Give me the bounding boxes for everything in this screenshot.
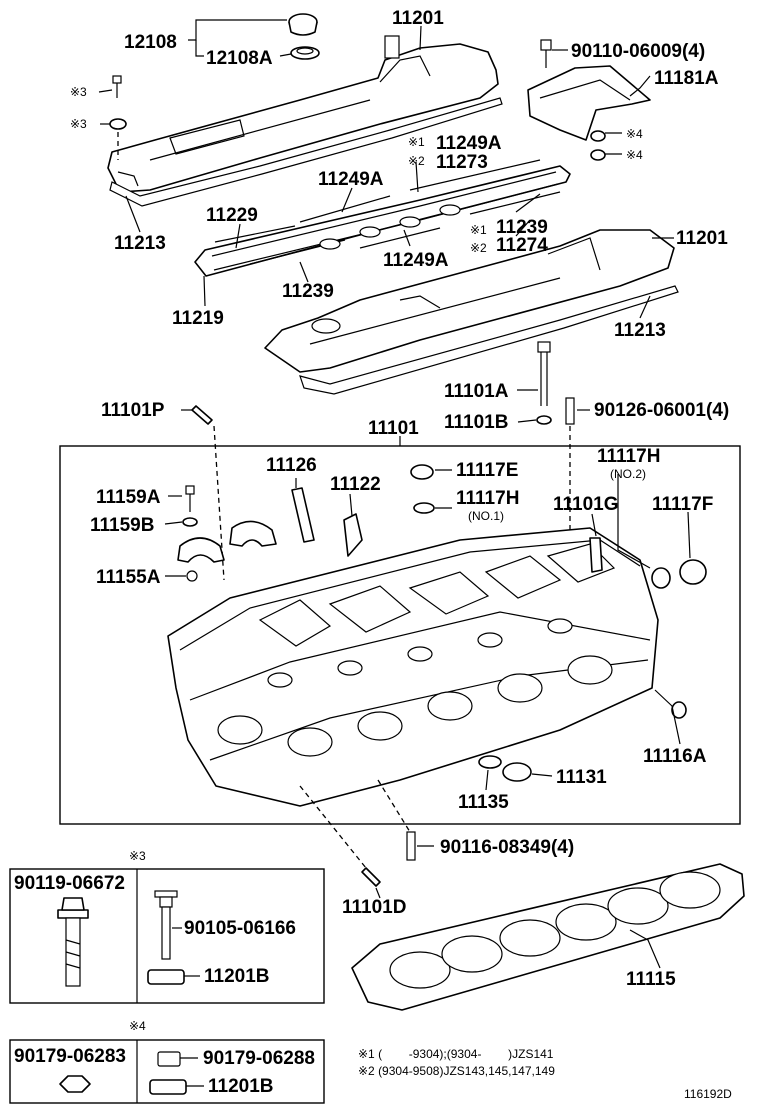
- camshaft-bearing-caps: [177, 485, 277, 582]
- label-11201-top: 11201: [392, 8, 444, 29]
- label-11117h-top-sub: (NO.2): [610, 467, 646, 481]
- box3-right-part: 90105-06166: [184, 918, 296, 939]
- label-11135: 11135: [458, 792, 509, 813]
- box4-right-part: 90179-06288: [203, 1048, 315, 1069]
- leader-lines: [98, 19, 691, 969]
- label-11117e: 11117E: [456, 460, 518, 481]
- label-11126: 11126: [266, 455, 317, 476]
- label-mark2-a: ※2: [408, 154, 425, 168]
- box3-left-part: 90119-06672: [14, 873, 125, 894]
- diagram-id: 116192D: [684, 1087, 732, 1101]
- label-11201-right: 11201: [676, 228, 728, 249]
- plugs-right: [478, 537, 707, 782]
- heat-insulator: [527, 39, 651, 161]
- label-11249a-2: 11249A: [318, 169, 384, 190]
- label-11101a: 11101A: [444, 381, 509, 402]
- label-ref3-b: ※3: [70, 117, 87, 131]
- label-11117f: 11117F: [652, 494, 713, 515]
- label-11249a-3: 11249A: [383, 250, 449, 271]
- detail-box-ref4: ※4 90179-06283 90179-06288 11201B: [9, 1019, 325, 1104]
- label-11117h-mid-sub: (NO.1): [468, 509, 504, 523]
- label-11155a: 11155A: [96, 567, 161, 588]
- label-11101p: 11101P: [101, 400, 165, 421]
- label-11101: 11101: [368, 418, 419, 439]
- label-11219: 11219: [172, 308, 224, 329]
- valve-cover-left: [107, 35, 503, 207]
- label-11181a: 11181A: [654, 68, 719, 89]
- label-11249a-1: 11249A: [436, 133, 502, 154]
- label-ref3-a: ※3: [70, 85, 87, 99]
- label-90116: 90116-08349(4): [440, 837, 574, 858]
- detail-box-ref3: ※3 90119-06672 90105-06166 11201B: [9, 849, 325, 1004]
- head-gasket: [351, 863, 745, 1011]
- part-labels: 12108 12108A 11201 90110-06009(4) 11181A…: [70, 8, 729, 990]
- footnote-1: ※1 ( -9304);(9304- )JZS141: [358, 1047, 554, 1061]
- label-ref4-a: ※4: [626, 127, 643, 141]
- oil-filler-cap: [288, 13, 320, 60]
- label-90126: 90126-06001(4): [594, 400, 729, 421]
- label-mark1-b: ※1: [470, 223, 487, 237]
- valve-guides: [291, 464, 435, 557]
- footnote-2: ※2 (9304-9508)JZS143,145,147,149: [358, 1064, 555, 1078]
- box3-right-part2: 11201B: [204, 966, 270, 987]
- bolt-ref3: [109, 75, 127, 160]
- label-11239-left: 11239: [282, 281, 334, 302]
- label-11213-left: 11213: [114, 233, 166, 254]
- label-11117h-top: 11117H: [597, 446, 660, 467]
- label-mark2-b: ※2: [470, 241, 487, 255]
- label-12108a: 12108A: [206, 48, 273, 69]
- label-11117h-mid: 11117H: [456, 488, 519, 509]
- label-12108: 12108: [124, 32, 177, 53]
- stud-bolt-a: [536, 341, 575, 560]
- cylinder-head: [167, 527, 659, 807]
- box3-ref: ※3: [129, 849, 146, 863]
- label-11122: 11122: [330, 474, 381, 495]
- box4-left-part: 90179-06283: [14, 1046, 126, 1067]
- label-11131: 11131: [556, 767, 607, 788]
- label-11101b: 11101B: [444, 412, 508, 433]
- valve-cover-right: [264, 229, 679, 395]
- spark-plug-tube-gaskets: [194, 159, 571, 277]
- label-ref4-b: ※4: [626, 148, 643, 162]
- label-11159a: 11159A: [96, 487, 161, 508]
- label-11115: 11115: [626, 969, 676, 990]
- label-90110: 90110-06009(4): [571, 41, 705, 62]
- box4-right-part2: 11201B: [208, 1076, 274, 1097]
- footnotes: ※1 ( -9304);(9304- )JZS141 ※2 (9304-9508…: [358, 1047, 732, 1101]
- studs-bottom: [299, 779, 416, 887]
- label-mark1-a: ※1: [408, 135, 425, 149]
- label-11101d: 11101D: [342, 897, 406, 918]
- label-11274: 11274: [496, 235, 548, 256]
- label-11101g: 11101G: [553, 494, 619, 515]
- label-11273: 11273: [436, 152, 488, 173]
- box4-ref: ※4: [129, 1019, 146, 1033]
- label-11159b: 11159B: [90, 515, 154, 536]
- label-11116a: 11116A: [643, 746, 707, 767]
- label-11239-right: 11239: [496, 217, 548, 238]
- label-11229: 11229: [206, 205, 258, 226]
- label-11213-right: 11213: [614, 320, 666, 341]
